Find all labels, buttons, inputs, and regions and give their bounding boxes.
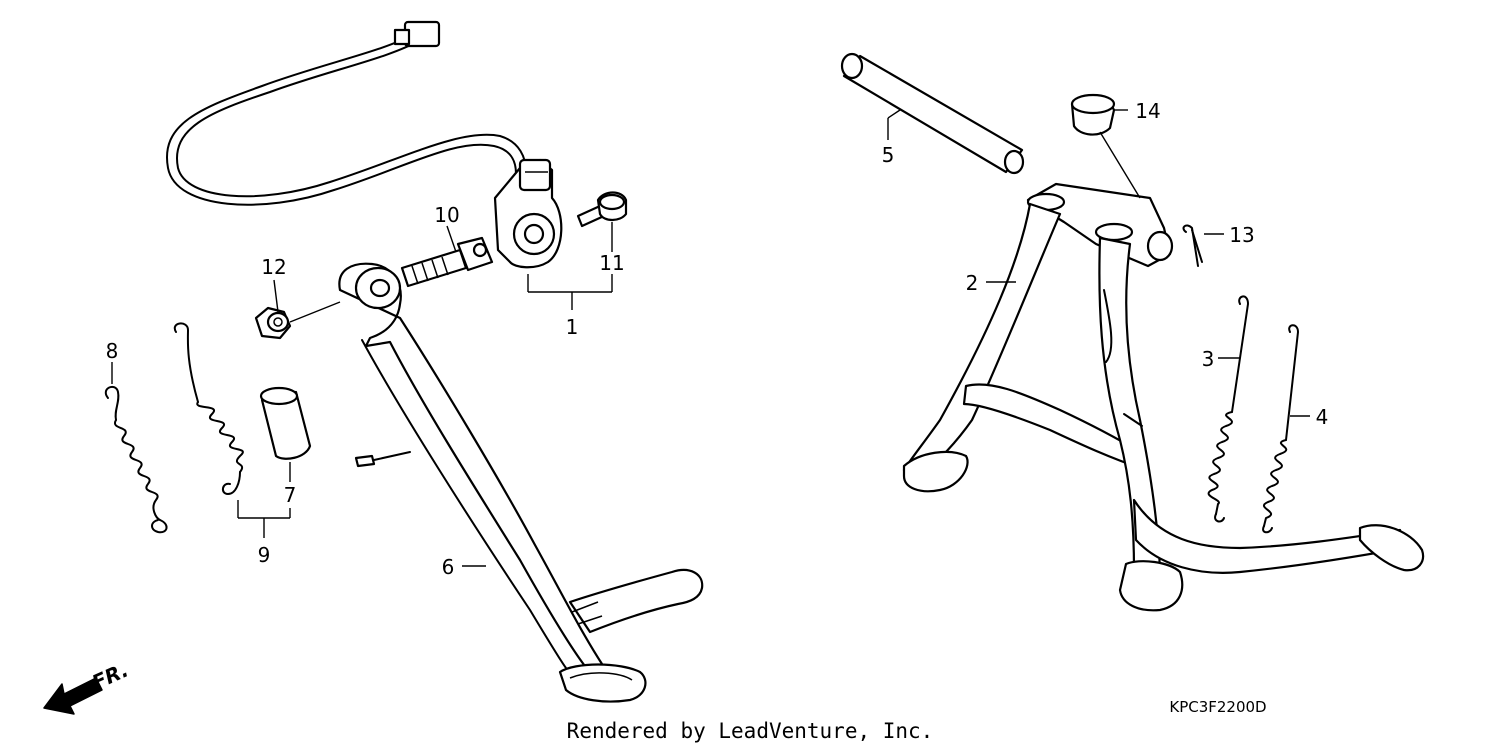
callout-4: 4 — [1316, 405, 1329, 429]
side-stand — [338, 262, 704, 703]
callout-10: 10 — [434, 203, 459, 227]
footer-credit: Rendered by LeadVenture, Inc. — [567, 719, 934, 743]
front-arrow-icon — [43, 677, 103, 715]
callout-3: 3 — [1202, 347, 1215, 371]
stand-spring-3 — [1207, 295, 1249, 523]
stand-collar — [259, 386, 312, 460]
cotter-pin — [1182, 224, 1203, 267]
callout-7: 7 — [284, 483, 297, 507]
callout-6: 6 — [442, 555, 455, 579]
callout-1: 1 — [566, 315, 579, 339]
front-label: FR. — [88, 658, 132, 695]
callout-8: 8 — [106, 339, 119, 363]
stand-spring-9 — [173, 322, 244, 495]
pivot-bolt — [400, 236, 494, 288]
callout-11: 11 — [599, 251, 624, 275]
front-direction-indicator: FR. — [43, 658, 132, 715]
stand-stopper — [1070, 93, 1116, 136]
main-stand — [902, 182, 1425, 612]
side-stand-switch — [493, 158, 563, 269]
switch-bolt — [576, 191, 628, 228]
stand-spring-8 — [104, 385, 168, 534]
callout-5: 5 — [882, 143, 895, 167]
main-stand-shaft — [840, 52, 1025, 175]
switch-wire-harness — [165, 20, 527, 206]
callout-14: 14 — [1135, 99, 1160, 123]
callouts: 1 2 3 4 5 6 7 8 9 10 11 12 13 14 — [106, 99, 1329, 579]
callout-12: 12 — [261, 255, 286, 279]
leader-lines — [111, 109, 1310, 567]
callout-2: 2 — [966, 271, 979, 295]
flange-nut — [254, 306, 292, 340]
callout-9: 9 — [258, 543, 271, 567]
diagram-code: KPC3F2200D — [1169, 698, 1266, 716]
callout-13: 13 — [1229, 223, 1254, 247]
stand-spring-4 — [1262, 324, 1299, 534]
